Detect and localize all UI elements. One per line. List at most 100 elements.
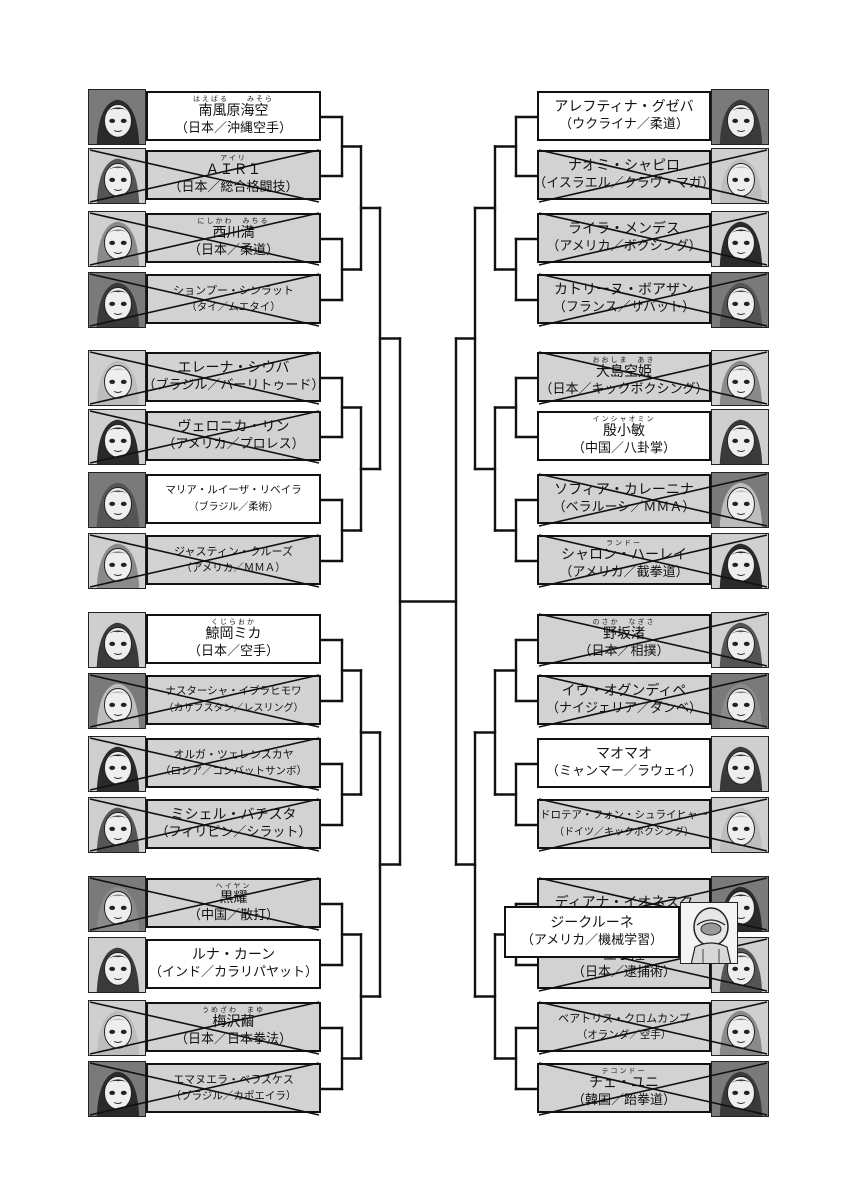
fighter-country-style: （ベラルーシ／ＭＭＡ） bbox=[552, 500, 696, 515]
fighter-country-style: （ミャンマー／ラウェイ） bbox=[545, 764, 702, 779]
fighter-name-box: テコンドーチェ・ユニ （韓国／跆拳道） bbox=[537, 1063, 711, 1113]
fighter-name-box: ライラ・メンデス （アメリカ／ボクシング） bbox=[537, 213, 711, 263]
fighter-name-box: イウ・オグンディペ （ナイジェリア／ダンベ） bbox=[537, 675, 711, 725]
fighter-name: アレフティナ・グゼバ bbox=[554, 99, 694, 115]
fighter-country-style: （ブラジル／柔術） bbox=[188, 502, 279, 513]
fighter-name: イウ・オグンディペ bbox=[561, 683, 687, 699]
fighter-name: カトリーヌ・ボアザン bbox=[554, 282, 694, 298]
fighter-portrait-icon bbox=[711, 736, 769, 792]
fighter-portrait-icon bbox=[711, 272, 769, 328]
fighter-name-box: はえばる みそら南風原海空（日本／沖縄空手） bbox=[146, 91, 321, 141]
right-bracket-entry: ベアトリス・クロムカンプ （オランダ／空手） bbox=[0, 1000, 844, 1056]
fighter-name: ドロテア・フォン・シュライヒャー bbox=[540, 809, 708, 821]
right-bracket-entry: ドロテア・フォン・シュライヒャー （ドイツ／キックボクシング） bbox=[0, 797, 844, 853]
fighter-name-box: カトリーヌ・ボアザン （フランス／サバット） bbox=[537, 274, 711, 324]
fighter-name: チェ・ユニ bbox=[589, 1075, 659, 1091]
left-bracket-entry: ルナ・カーン （インド／カラリパヤット） bbox=[0, 937, 844, 993]
left-bracket-entry: ナスターシャ・イブラヒモワ（カザフスタン／レスリング） bbox=[0, 673, 844, 729]
fighter-portrait-icon bbox=[711, 673, 769, 729]
fighter-name-box: のさか なぎさ野坂渚 （日本／相撲） bbox=[537, 614, 711, 664]
fighter-country-style: （イスラエル／クラヴ・マガ） bbox=[533, 176, 715, 191]
fighter-name: マリア・ルイーザ・リベイラ bbox=[165, 484, 302, 496]
right-bracket-entry: マオマオ （ミャンマー／ラウェイ） bbox=[0, 736, 844, 792]
fighter-name-box: ベアトリス・クロムカンプ （オランダ／空手） bbox=[537, 1002, 711, 1052]
right-bracket-entry: ライラ・メンデス （アメリカ／ボクシング） bbox=[0, 211, 844, 267]
fighter-portrait-icon bbox=[88, 472, 146, 528]
left-bracket-entry: はえばる みそら南風原海空（日本／沖縄空手） bbox=[0, 89, 844, 145]
fighter-name-box: ナオミ・シャピロ （イスラエル／クラヴ・マガ） bbox=[533, 150, 715, 200]
fighter-portrait-icon bbox=[711, 533, 769, 589]
fighter-name: 野坂渚 bbox=[603, 626, 645, 642]
fighter-name: ナオミ・シャピロ bbox=[568, 158, 680, 174]
fighter-country-style: （ドイツ／キックボクシング） bbox=[554, 827, 694, 838]
left-bracket-entry: エマヌエラ・ベラスケス（ブラジル／カポエイラ） bbox=[0, 1061, 844, 1117]
fighter-portrait-icon bbox=[711, 211, 769, 267]
right-bracket-entry: ランドーシャロン・ハーレイ（アメリカ／截拳道） bbox=[0, 533, 844, 589]
fighter-portrait-icon bbox=[711, 89, 769, 145]
fighter-name-box: インシャオミン殷小敏 （中国／八卦掌） bbox=[537, 411, 711, 461]
overlay-fighter-style: （アメリカ／機械学習） bbox=[520, 933, 664, 948]
fighter-country-style: （中国／八卦掌） bbox=[571, 441, 676, 456]
fighter-name-box: ランドーシャロン・ハーレイ（アメリカ／截拳道） bbox=[537, 535, 711, 585]
fighter-portrait-icon bbox=[88, 937, 146, 993]
right-bracket-entry: イウ・オグンディペ （ナイジェリア／ダンベ） bbox=[0, 673, 844, 729]
right-bracket-entry: カトリーヌ・ボアザン （フランス／サバット） bbox=[0, 272, 844, 328]
fighter-country-style: （韓国／跆拳道） bbox=[571, 1093, 676, 1108]
fighter-name: マオマオ bbox=[596, 746, 652, 762]
fighter-name: 南風原海空 bbox=[198, 103, 269, 119]
fighter-portrait-icon bbox=[711, 472, 769, 528]
fighter-name-box: ドロテア・フォン・シュライヒャー （ドイツ／キックボクシング） bbox=[537, 799, 711, 849]
fighter-country-style: （インド／カラリパヤット） bbox=[148, 965, 318, 980]
robot-portrait-icon bbox=[680, 902, 738, 964]
fighter-name: 大島空姫 bbox=[596, 364, 652, 380]
fighter-country-style: （アメリカ／ボクシング） bbox=[546, 239, 702, 254]
fighter-country-style: （ウクライナ／柔道） bbox=[559, 117, 689, 132]
fighter-name: ソフィア・カレーニナ bbox=[554, 482, 694, 498]
fighter-name: 殷小敏 bbox=[603, 423, 645, 439]
fighter-portrait-icon bbox=[88, 89, 146, 145]
fighter-portrait-icon bbox=[711, 612, 769, 668]
fighter-name-reading: テコンドー bbox=[601, 1067, 647, 1075]
fighter-country-style: （ナイジェリア／ダンベ） bbox=[545, 701, 702, 716]
fighter-name: ライラ・メンデス bbox=[568, 221, 680, 237]
fighter-name-reading: おおしま あき bbox=[592, 356, 656, 364]
fighter-name-box: ソフィア・カレーニナ （ベラルーシ／ＭＭＡ） bbox=[537, 474, 711, 524]
fighter-name-reading: のさか なぎさ bbox=[592, 618, 656, 626]
left-bracket-entry: ヴェロニカ・リン（アメリカ／プロレス） bbox=[0, 409, 844, 465]
fighter-name: シャロン・ハーレイ bbox=[561, 547, 687, 563]
fighter-name-reading: くじらおか bbox=[211, 618, 256, 626]
fighter-name-box: マリア・ルイーザ・リベイラ （ブラジル／柔術） bbox=[146, 474, 321, 524]
left-bracket-entry: マリア・ルイーザ・リベイラ （ブラジル／柔術） bbox=[0, 472, 844, 528]
fighter-name: ベアトリス・クロムカンプ bbox=[558, 1012, 690, 1025]
fighter-country-style: （オランダ／空手） bbox=[576, 1029, 672, 1041]
fighter-portrait-icon bbox=[711, 148, 769, 204]
fighter-name: ルナ・カーン bbox=[191, 947, 276, 963]
fighter-name-reading: ランドー bbox=[606, 539, 642, 547]
fighter-name: 鯨岡ミカ bbox=[205, 626, 262, 642]
fighter-country-style: （日本／キックボクシング） bbox=[539, 382, 709, 397]
fighter-name-box: くじらおか鯨岡ミカ （日本／空手） bbox=[146, 614, 321, 664]
fighter-name-box: アレフティナ・グゼバ （ウクライナ／柔道） bbox=[537, 91, 711, 141]
right-bracket-entry: ナオミ・シャピロ （イスラエル／クラヴ・マガ） bbox=[0, 148, 844, 204]
right-bracket-entry: ソフィア・カレーニナ （ベラルーシ／ＭＭＡ） bbox=[0, 472, 844, 528]
overlay-entry-box: ジークルーネ （アメリカ／機械学習） bbox=[504, 906, 680, 958]
left-bracket-entry: うめざわ まゆ梅沢繭（日本／日本拳法） bbox=[0, 1000, 844, 1056]
fighter-name-reading: インシャオミン bbox=[592, 415, 656, 423]
fighter-name-box: おおしま あき大島空姫 （日本／キックボクシング） bbox=[537, 352, 711, 402]
right-bracket-entry: のさか なぎさ野坂渚 （日本／相撲） bbox=[0, 612, 844, 668]
fighter-portrait-icon bbox=[711, 409, 769, 465]
overlay-fighter-name: ジークルーネ bbox=[550, 915, 634, 931]
left-bracket-entry: くじらおか鯨岡ミカ （日本／空手） bbox=[0, 612, 844, 668]
fighter-country-style: （日本／沖縄空手） bbox=[174, 121, 292, 136]
fighter-country-style: （日本／逮捕術） bbox=[571, 965, 676, 980]
fighter-portrait-icon bbox=[711, 797, 769, 853]
fighter-name-box: マオマオ （ミャンマー／ラウェイ） bbox=[537, 738, 711, 788]
right-bracket-entry: おおしま あき大島空姫 （日本／キックボクシング） bbox=[0, 350, 844, 406]
fighter-country-style: （フランス／サバット） bbox=[552, 300, 696, 315]
fighter-portrait-icon bbox=[88, 612, 146, 668]
fighter-country-style: （日本／相撲） bbox=[578, 644, 670, 659]
fighter-country-style: （日本／空手） bbox=[187, 644, 279, 659]
fighter-portrait-icon bbox=[711, 1000, 769, 1056]
